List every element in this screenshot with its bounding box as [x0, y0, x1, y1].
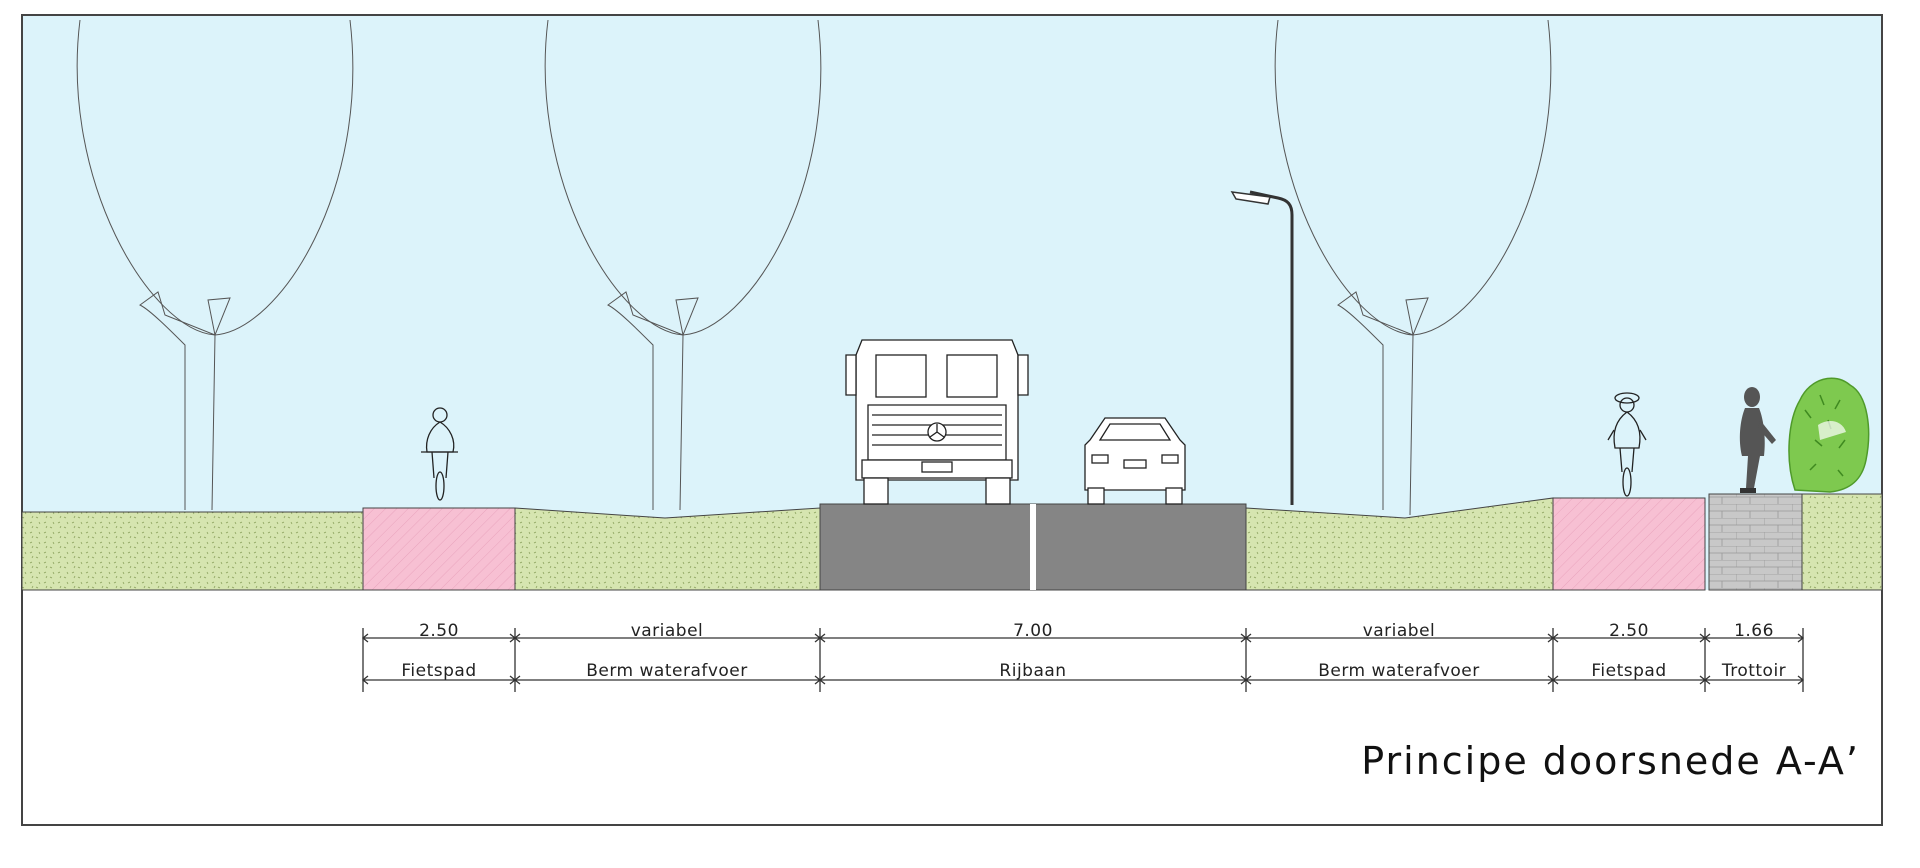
road-center-line [1030, 504, 1036, 590]
fietspad-left-surface [362, 507, 516, 591]
fietspad-right-surface [1552, 497, 1706, 591]
hedge-icon [1788, 377, 1870, 493]
segment-label-rijbaan: Rijbaan [999, 661, 1066, 681]
segment-label-trottoir: Trottoir [1721, 661, 1786, 681]
tree-icon [76, 19, 354, 511]
street-lamp-icon [1230, 190, 1294, 505]
cyclist-icon [421, 407, 458, 501]
tree-icon [1274, 19, 1552, 516]
berm-waterafvoer-left-surface [514, 507, 821, 591]
dimension-lines [361, 628, 1805, 692]
segment-label-berm-right: Berm waterafvoer [1318, 661, 1480, 681]
tree-icon [544, 19, 822, 511]
cyclist-icon [1607, 392, 1647, 497]
segment-label-fietspad-right: Fietspad [1591, 661, 1666, 681]
dimension-label-berm-left: variabel [631, 621, 704, 641]
drawing-title: Principe doorsnede A-A’ [1361, 739, 1860, 783]
dimension-label-fietspad-left: 2.50 [419, 621, 459, 641]
berm-left-surface [21, 511, 364, 591]
truck-icon [845, 339, 1029, 505]
trottoir-surface [1708, 493, 1803, 591]
dimension-label-fietspad-right: 2.50 [1609, 621, 1649, 641]
dimension-label-trottoir: 1.66 [1734, 621, 1774, 641]
drawing-frame [21, 14, 1883, 826]
dimension-label-berm-right: variabel [1363, 621, 1436, 641]
annotation-area [23, 590, 1881, 824]
car-icon [1084, 417, 1186, 505]
sky [22, 15, 1882, 590]
verge-right-surface [1801, 493, 1883, 591]
dimension-label-rijbaan: 7.00 [1013, 621, 1053, 641]
segment-label-berm-left: Berm waterafvoer [586, 661, 748, 681]
segment-label-fietspad-left: Fietspad [401, 661, 476, 681]
pedestrian-icon [1739, 387, 1776, 493]
